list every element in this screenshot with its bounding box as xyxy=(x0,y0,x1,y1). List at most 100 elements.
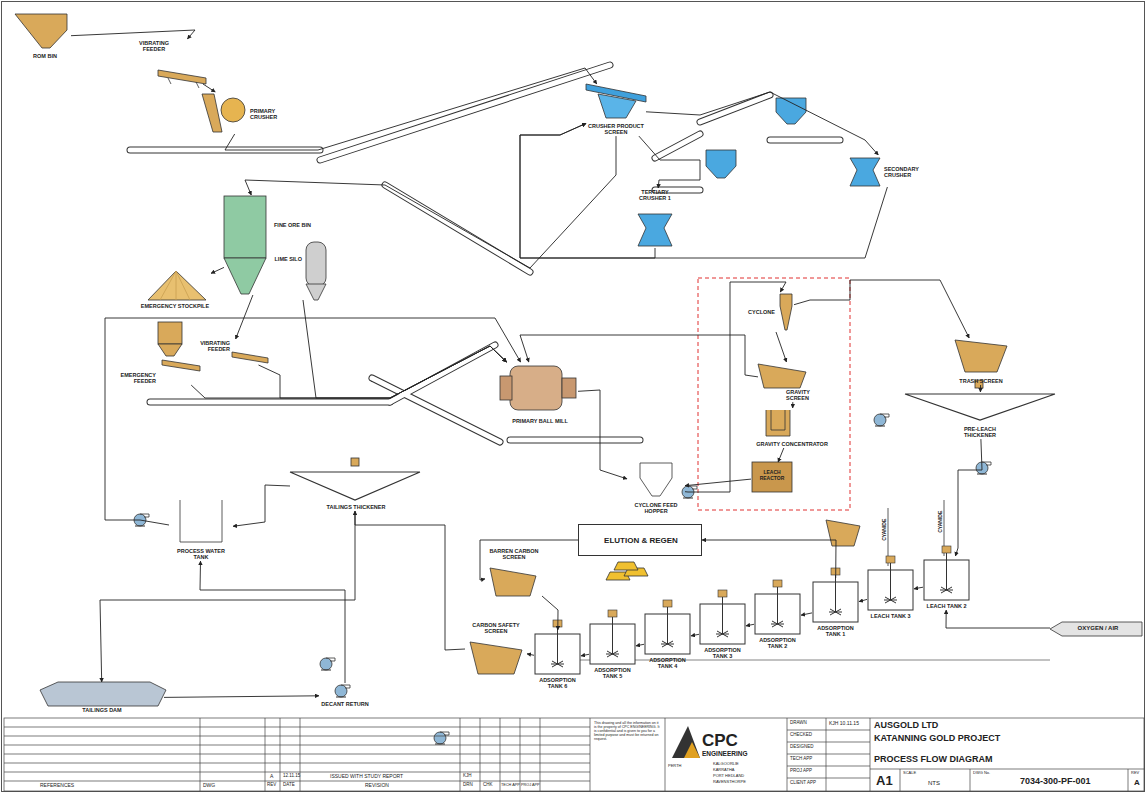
flow-line xyxy=(520,123,887,258)
equipment-label: CYCLONE FEED HOPPER xyxy=(628,502,684,514)
flow-line xyxy=(71,30,195,39)
equipment-label: TRASH SCREEN xyxy=(953,378,1009,384)
flow-line xyxy=(792,402,793,408)
flow-line xyxy=(702,540,836,578)
equipment-label: LEACH TANK 3 xyxy=(868,613,913,619)
flow-line xyxy=(191,346,506,398)
vibrating-screen: CRUSHER PRODUCT SCREEN xyxy=(586,84,646,136)
leach-reactor: LEACH REACTOR xyxy=(751,462,793,492)
equipment-label: CRUSHER PRODUCT SCREEN xyxy=(588,123,644,135)
equipment-label: LIME SILO xyxy=(272,256,302,262)
equipment-label: EMERGENCY FEEDER xyxy=(116,372,156,384)
vibrating-screen: CARBON SAFETY SCREEN xyxy=(465,621,527,674)
title-block-text: REV xyxy=(267,783,276,788)
flow-line xyxy=(520,335,758,377)
gravity-concentrator: GRAVITY CONCENTRATOR xyxy=(749,408,835,448)
cone-crusher: SECONDARY CRUSHER xyxy=(850,155,935,187)
flow-line xyxy=(794,280,969,338)
flow-line xyxy=(685,479,751,486)
adsorption-tank: ADSORPTION TANK 3 xyxy=(699,600,746,660)
supply-arrow: OXYGEN / AIR xyxy=(1050,620,1142,636)
equipment-label: TERTIARY CRUSHER 1 xyxy=(632,189,678,201)
equipment-symbols xyxy=(15,14,1142,706)
title-block-text: KJH 10.11.15 xyxy=(829,721,859,727)
flow-line xyxy=(100,511,355,682)
title-block-text: PERTH xyxy=(668,764,681,768)
title-block-text: DWG No. xyxy=(973,771,990,775)
adsorption-tank: ADSORPTION TANK 6 xyxy=(534,630,581,690)
flow-line xyxy=(636,644,644,646)
gravity-circuit-boundary xyxy=(698,278,850,510)
adsorption-tank: ADSORPTION TANK 5 xyxy=(589,620,636,680)
flow-line xyxy=(746,624,754,626)
flow-line xyxy=(980,385,981,392)
ball-mill: PRIMARY BALL MILL xyxy=(500,362,578,425)
flow-line xyxy=(859,599,867,601)
pump: DECANT RETURN xyxy=(319,683,371,708)
equipment-label: VIBRATING FEEDER xyxy=(130,40,178,52)
title-block-text: PROJ APP xyxy=(521,783,540,787)
equipment-label: PRIMARY BALL MILL xyxy=(505,418,575,424)
leach-tank: LEACH TANK 3 xyxy=(867,566,914,620)
equipment-label: OXYGEN / AIR xyxy=(1058,625,1138,632)
flow-line xyxy=(236,295,253,339)
equipment-label: DECANT RETURN xyxy=(320,701,370,707)
equipment-label: ELUTION & REGEN xyxy=(580,537,702,546)
flow-line xyxy=(914,587,923,589)
title-block-text: ENGINEERING xyxy=(702,750,748,757)
vibrating-screen: BARREN CARBON SCREEN xyxy=(485,547,543,596)
equipment-label: ADSORPTION TANK 6 xyxy=(535,677,580,689)
vibrating-feeder: VIBRATING FEEDER xyxy=(193,339,268,365)
equipment-label: LEACH REACTOR xyxy=(752,470,792,481)
title-block-text: RAVENSTHORPE xyxy=(713,780,746,784)
title-block-text: CPC xyxy=(702,732,738,751)
equipment-label: VIBRATING FEEDER xyxy=(194,340,230,352)
title-block-text: TECH APP xyxy=(501,783,520,787)
flow-line xyxy=(200,561,345,683)
title-block-text: KJH xyxy=(463,774,472,779)
title-block-text: 12.11.15 xyxy=(283,774,300,779)
equipment-label: FINE ORE BIN xyxy=(274,222,320,228)
title-block-text: 7034-300-PF-001 xyxy=(1020,777,1091,787)
emergency-feeder: EMERGENCY FEEDER xyxy=(115,322,200,385)
company-logo xyxy=(672,726,700,758)
thickener: TAILINGS THICKENER xyxy=(290,466,420,511)
equipment-label: CARBON SAFETY SCREEN xyxy=(466,622,526,634)
equipment-label: ADSORPTION TANK 5 xyxy=(590,667,635,679)
flow-line xyxy=(778,448,784,462)
flow-line xyxy=(527,654,534,656)
agitated-tanks xyxy=(535,546,969,674)
title-block-text: ISSUED WITH STUDY REPORT xyxy=(330,774,403,780)
title-block-text: PROJ APP xyxy=(790,769,812,774)
title-block-text: DRAWN xyxy=(790,721,807,726)
equipment-label: CYCLONE xyxy=(745,309,775,315)
adsorption-tank: ADSORPTION TANK 4 xyxy=(644,610,691,670)
title-block-text: DESIGNED xyxy=(790,745,814,750)
title-block-text: PORT HEDLAND xyxy=(713,774,744,778)
lime-silo: LIME SILO xyxy=(271,240,327,300)
title-block-text: KALGOORLIE xyxy=(713,762,739,766)
adsorption-tank: ADSORPTION TANK 2 xyxy=(754,590,801,650)
flow-line xyxy=(691,634,699,636)
flow-line xyxy=(955,439,982,556)
title-block-text: SCALE xyxy=(903,771,916,775)
equipment-label: LEACH TANK 2 xyxy=(924,603,969,609)
trash-screen: TRASH SCREEN xyxy=(952,338,1010,385)
equipment-label: ROM BIN xyxy=(20,53,70,59)
process-box: ELUTION & REGEN xyxy=(578,524,702,556)
cone-crusher: TERTIARY CRUSHER 1 xyxy=(631,188,679,248)
flow-line xyxy=(776,332,787,362)
title-block-text: TECH APP xyxy=(790,757,812,762)
tailings-dam: TAILINGS DAM xyxy=(40,682,164,714)
flow-line xyxy=(211,267,224,273)
leach-tank: LEACH TANK 2 xyxy=(923,556,970,610)
flow-line xyxy=(164,696,319,698)
flow-line xyxy=(685,282,786,492)
equipment-label: EMERGENCY STOCKPILE xyxy=(140,303,210,309)
title-block-text: A1 xyxy=(876,774,893,788)
flow-line xyxy=(355,511,465,650)
title-block-text: CLIENT APP xyxy=(790,781,816,786)
stockpile: EMERGENCY STOCKPILE xyxy=(139,270,211,310)
